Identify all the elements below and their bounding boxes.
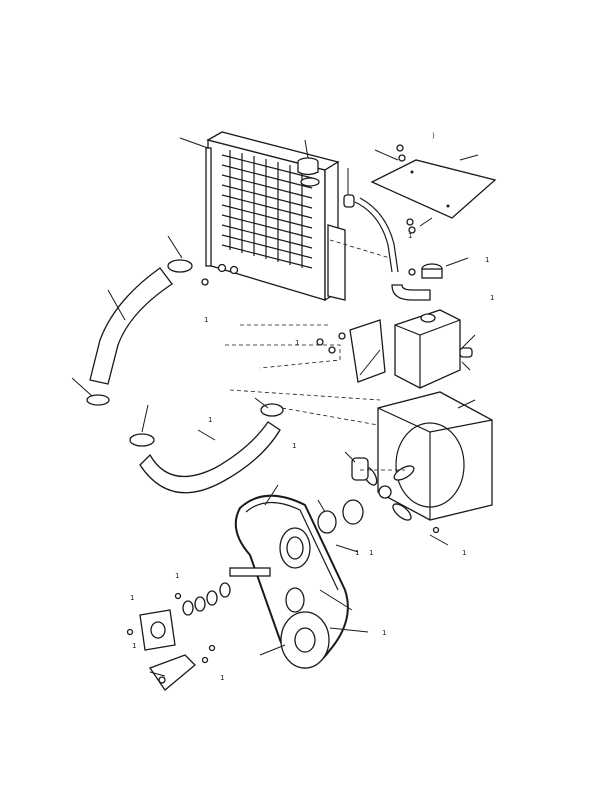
upper-hose xyxy=(89,267,173,385)
radiator xyxy=(205,131,346,302)
plate-hardware-bottom xyxy=(406,218,416,234)
callout-label: 1 xyxy=(355,549,359,557)
callout-label: 1 xyxy=(369,549,373,557)
bearing-stack xyxy=(182,582,231,616)
tank-bracket xyxy=(349,319,386,383)
callout-label: 1 xyxy=(292,442,296,450)
fasteners xyxy=(126,268,440,664)
fan-blades xyxy=(362,465,415,521)
idler-plate xyxy=(148,654,196,691)
callout-label: 1 xyxy=(132,642,136,650)
expansion-tank xyxy=(394,263,473,389)
drive-belt xyxy=(234,494,349,669)
callout-label: 1 xyxy=(130,594,134,602)
overflow-hose xyxy=(354,201,393,273)
lower-hose xyxy=(139,421,281,494)
fan-spacer xyxy=(351,457,369,481)
callout-label: 1 xyxy=(382,629,386,637)
assembly-lines xyxy=(225,239,405,471)
callout-label: 1 xyxy=(208,416,212,424)
callout-label: 1 xyxy=(485,256,489,264)
callout-label: 1 xyxy=(220,674,224,682)
filler-elbow xyxy=(391,284,431,301)
fan-shroud xyxy=(377,391,493,521)
plate-hardware-top xyxy=(396,144,406,162)
pump-hub xyxy=(317,510,337,534)
lower-hose-clamp-2 xyxy=(260,403,284,417)
pump-shaft xyxy=(229,567,271,577)
cover-plate xyxy=(370,159,497,219)
lower-hose-clamp-1 xyxy=(129,433,155,447)
callout-label: ) xyxy=(432,132,435,140)
radiator-cap xyxy=(297,157,320,187)
callout-label: 1 xyxy=(490,294,494,302)
pulley-idler xyxy=(285,587,305,613)
leader-lines xyxy=(71,137,479,677)
upper-hose-clamp xyxy=(167,259,193,273)
callout-label: 1 xyxy=(175,572,179,580)
callout-label: 1 xyxy=(408,232,412,240)
callout-label: 1 xyxy=(295,339,299,347)
callout-label: 1 xyxy=(204,316,208,324)
radiator-core-fins xyxy=(221,150,313,269)
callout-label: 1 xyxy=(462,549,466,557)
lower-clamp-left xyxy=(86,394,110,406)
